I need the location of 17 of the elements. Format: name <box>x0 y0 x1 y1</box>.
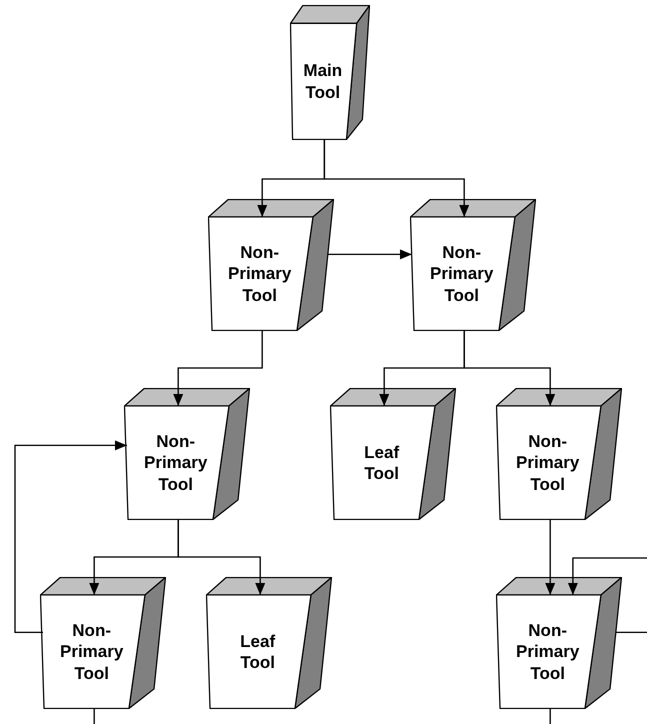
block-label: Leaf Tool <box>363 442 400 484</box>
block-label: Leaf Tool <box>239 630 276 674</box>
block-label: Non- Primary Tool <box>142 431 208 495</box>
connector-arrow <box>545 520 556 595</box>
connector-arrow <box>464 331 556 406</box>
connector-arrow <box>328 249 412 260</box>
block-label: Non- Primary Tool <box>428 242 494 306</box>
connector-arrow <box>568 557 647 595</box>
connector-arrow <box>178 520 266 595</box>
block-label: Main Tool <box>302 60 344 103</box>
block-label: Non- Primary Tool <box>514 620 580 684</box>
connector-arrow <box>324 140 470 217</box>
connector-arrow <box>14 440 127 634</box>
block-label: Non- Primary Tool <box>514 431 580 495</box>
block-label: Non- Primary Tool <box>226 242 292 306</box>
block-label: Non- Primary Tool <box>58 620 124 684</box>
connector-arrow <box>173 331 263 406</box>
